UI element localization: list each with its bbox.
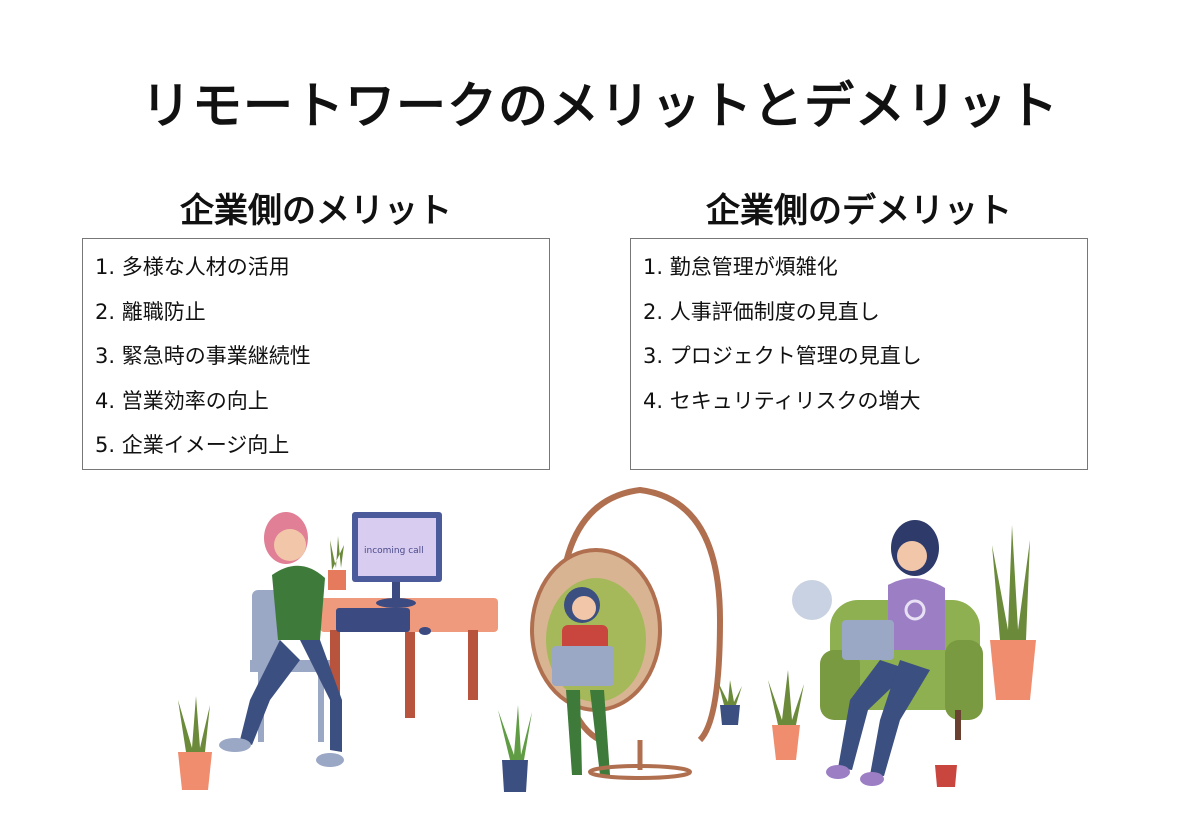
list-item: 4. セキュリティリスクの増大	[643, 388, 921, 413]
plant-left	[178, 696, 212, 790]
remote-work-illustration: incoming call	[178, 486, 1036, 792]
list-item: 3. プロジェクト管理の見直し	[643, 344, 922, 368]
list-item: 1. 勤怠管理が煩雑化	[643, 255, 838, 279]
desk-worker-figure: incoming call	[219, 512, 498, 767]
demerits-heading: 企業側のデメリット	[706, 191, 1012, 231]
monitor-text: incoming call	[364, 546, 424, 556]
demerits-box: 1. 勤怠管理が煩雑化 2. 人事評価制度の見直し 3. プロジェクト管理の見直…	[630, 238, 1088, 470]
demerits-list: 1. 勤怠管理が煩雑化 2. 人事評価制度の見直し 3. プロジェクト管理の見直…	[643, 251, 1087, 429]
page-title: リモートワークのメリットとデメリット	[141, 77, 1059, 135]
merits-list: 1. 多様な人材の活用 2. 離職防止 3. 緊急時の事業継続性 4. 営業効率…	[95, 251, 549, 474]
egg-chair-figure	[530, 486, 724, 780]
list-item: 4. 営業効率の向上	[95, 388, 269, 413]
plant-right	[768, 525, 1036, 760]
list-item: 2. 離職防止	[95, 299, 206, 324]
list-item: 5. 企業イメージ向上	[95, 433, 290, 457]
plant-center	[498, 680, 742, 792]
armchair-worker-figure	[792, 520, 983, 787]
list-item: 1. 多様な人材の活用	[95, 255, 290, 279]
list-item: 3. 緊急時の事業継続性	[95, 344, 311, 368]
merits-box: 1. 多様な人材の活用 2. 離職防止 3. 緊急時の事業継続性 4. 営業効率…	[82, 238, 550, 470]
merits-heading: 企業側のメリット	[180, 191, 452, 231]
list-item: 2. 人事評価制度の見直し	[643, 299, 880, 324]
